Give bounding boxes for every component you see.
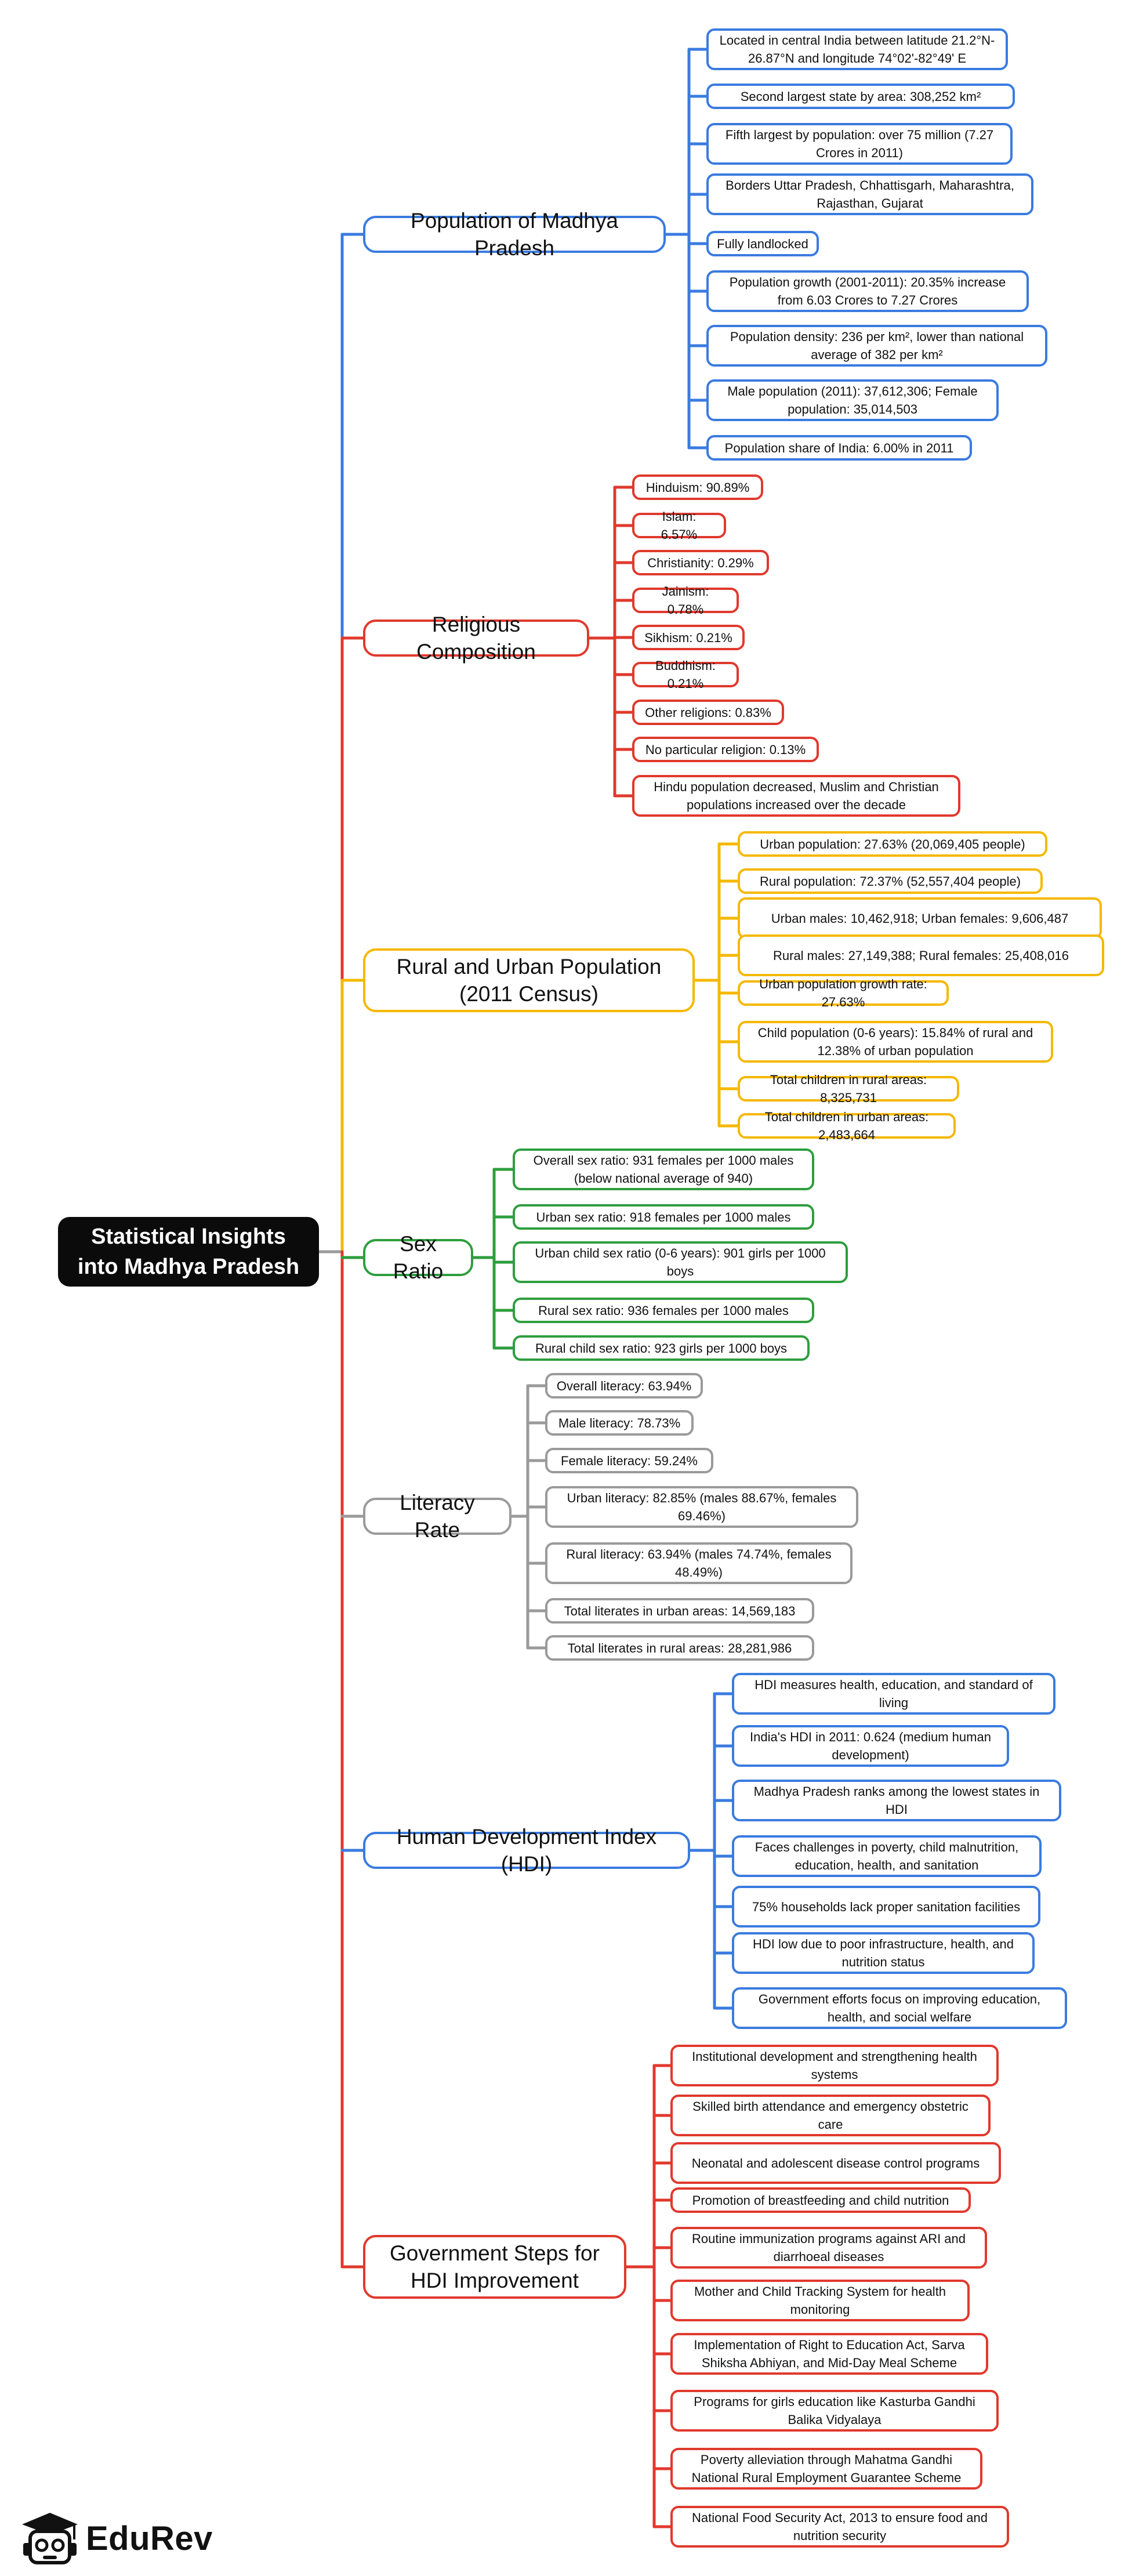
- branch-rural-and-urban-population-2011-census: Rural and Urban Population (2011 Census): [363, 948, 695, 1012]
- leaf-population-of-madhya-pradesh-7: Population density: 236 per km², lower t…: [706, 325, 1047, 367]
- leaf-government-steps-for-hdi-improvement-1: Institutional development and strengthen…: [670, 2045, 999, 2086]
- branch-sex-ratio: Sex Ratio: [363, 1232, 473, 1283]
- branch-literacy-rate: Literacy Rate: [363, 1491, 512, 1542]
- leaf-sex-ratio-4: Rural sex ratio: 936 females per 1000 ma…: [513, 1298, 814, 1323]
- graduate-mascot-icon: [22, 2513, 78, 2564]
- leaf-government-steps-for-hdi-improvement-10: National Food Security Act, 2013 to ensu…: [670, 2506, 1009, 2548]
- branch-population-of-madhya-pradesh: Population of Madhya Pradesh: [363, 209, 666, 260]
- leaf-rural-and-urban-population-2011-census-1: Urban population: 27.63% (20,069,405 peo…: [738, 831, 1047, 857]
- leaf-religious-composition-7: Other religions: 0.83%: [632, 700, 784, 725]
- leaf-literacy-rate-4: Urban literacy: 82.85% (males 88.67%, fe…: [545, 1486, 858, 1528]
- leaf-sex-ratio-2: Urban sex ratio: 918 females per 1000 ma…: [513, 1204, 814, 1230]
- leaf-government-steps-for-hdi-improvement-8: Programs for girls education like Kastur…: [670, 2390, 999, 2432]
- leaf-population-of-madhya-pradesh-1: Located in central India between latitud…: [706, 28, 1008, 70]
- leaf-rural-and-urban-population-2011-census-2: Rural population: 72.37% (52,557,404 peo…: [738, 868, 1043, 894]
- leaf-human-development-index-hdi-6: HDI low due to poor infrastructure, heal…: [732, 1932, 1035, 1974]
- leaf-human-development-index-hdi-7: Government efforts focus on improving ed…: [732, 1987, 1067, 2029]
- leaf-rural-and-urban-population-2011-census-4: Rural males: 27,149,388; Rural females: …: [738, 934, 1104, 976]
- leaf-population-of-madhya-pradesh-3: Fifth largest by population: over 75 mil…: [706, 123, 1013, 165]
- leaf-religious-composition-5: Sikhism: 0.21%: [632, 625, 745, 650]
- leaf-rural-and-urban-population-2011-census-8: Total children in urban areas: 2,483,664: [738, 1110, 956, 1142]
- leaf-literacy-rate-2: Male literacy: 78.73%: [545, 1410, 694, 1436]
- leaf-literacy-rate-6: Total literates in urban areas: 14,569,1…: [545, 1598, 814, 1624]
- leaf-religious-composition-6: Buddhism: 0.21%: [632, 658, 739, 691]
- leaf-religious-composition-2: Islam: 6.57%: [632, 509, 726, 542]
- leaf-literacy-rate-3: Female literacy: 59.24%: [545, 1448, 713, 1473]
- leaf-government-steps-for-hdi-improvement-6: Mother and Child Tracking System for hea…: [670, 2280, 970, 2321]
- branch-religious-composition: Religious Composition: [363, 613, 589, 664]
- leaf-rural-and-urban-population-2011-census-7: Total children in rural areas: 8,325,731: [738, 1073, 959, 1105]
- leaf-population-of-madhya-pradesh-2: Second largest state by area: 308,252 km…: [706, 84, 1015, 109]
- leaf-population-of-madhya-pradesh-4: Borders Uttar Pradesh, Chhattisgarh, Mah…: [706, 173, 1033, 215]
- logo-text: EduRev: [86, 2519, 213, 2557]
- leaf-government-steps-for-hdi-improvement-3: Neonatal and adolescent disease control …: [670, 2142, 1001, 2184]
- leaf-religious-composition-3: Christianity: 0.29%: [632, 550, 769, 575]
- leaf-sex-ratio-5: Rural child sex ratio: 923 girls per 100…: [513, 1335, 810, 1361]
- leaf-human-development-index-hdi-5: 75% households lack proper sanitation fa…: [732, 1886, 1040, 1928]
- leaf-population-of-madhya-pradesh-5: Fully landlocked: [706, 231, 819, 256]
- edurev-logo: EduRev: [20, 2510, 213, 2566]
- leaf-government-steps-for-hdi-improvement-5: Routine immunization programs against AR…: [670, 2227, 987, 2269]
- leaf-religious-composition-8: No particular religion: 0.13%: [632, 737, 819, 762]
- leaf-sex-ratio-3: Urban child sex ratio (0-6 years): 901 g…: [513, 1241, 848, 1283]
- leaf-rural-and-urban-population-2011-census-5: Urban population growth rate: 27.63%: [738, 977, 949, 1009]
- leaf-religious-composition-1: Hinduism: 90.89%: [632, 474, 763, 500]
- leaf-population-of-madhya-pradesh-8: Male population (2011): 37,612,306; Fema…: [706, 379, 999, 421]
- leaf-human-development-index-hdi-3: Madhya Pradesh ranks among the lowest st…: [732, 1780, 1061, 1821]
- leaf-literacy-rate-5: Rural literacy: 63.94% (males 74.74%, fe…: [545, 1542, 853, 1584]
- branch-government-steps-for-hdi-improvement: Government Steps for HDI Improvement: [363, 2235, 626, 2299]
- leaf-sex-ratio-1: Overall sex ratio: 931 females per 1000 …: [513, 1148, 814, 1190]
- leaf-human-development-index-hdi-1: HDI measures health, education, and stan…: [732, 1673, 1055, 1715]
- leaf-population-of-madhya-pradesh-9: Population share of India: 6.00% in 2011: [706, 435, 972, 461]
- root-node: Statistical Insights into Madhya Pradesh: [58, 1217, 319, 1287]
- leaf-government-steps-for-hdi-improvement-9: Poverty alleviation through Mahatma Gand…: [670, 2448, 982, 2490]
- leaf-human-development-index-hdi-4: Faces challenges in poverty, child malnu…: [732, 1835, 1042, 1877]
- leaf-government-steps-for-hdi-improvement-2: Skilled birth attendance and emergency o…: [670, 2095, 991, 2136]
- leaf-government-steps-for-hdi-improvement-4: Promotion of breastfeeding and child nut…: [670, 2187, 971, 2213]
- leaf-literacy-rate-7: Total literates in rural areas: 28,281,9…: [545, 1635, 814, 1661]
- leaf-religious-composition-9: Hindu population decreased, Muslim and C…: [632, 775, 960, 817]
- leaf-religious-composition-4: Jainism: 0.78%: [632, 584, 739, 617]
- leaf-literacy-rate-1: Overall literacy: 63.94%: [545, 1373, 703, 1398]
- leaf-rural-and-urban-population-2011-census-3: Urban males: 10,462,918; Urban females: …: [738, 897, 1102, 939]
- leaf-government-steps-for-hdi-improvement-7: Implementation of Right to Education Act…: [670, 2333, 988, 2375]
- leaf-rural-and-urban-population-2011-census-6: Child population (0-6 years): 15.84% of …: [738, 1021, 1053, 1063]
- leaf-human-development-index-hdi-2: India's HDI in 2011: 0.624 (medium human…: [732, 1725, 1009, 1767]
- branch-human-development-index-hdi: Human Development Index (HDI): [363, 1825, 690, 1876]
- leaf-population-of-madhya-pradesh-6: Population growth (2001-2011): 20.35% in…: [706, 270, 1029, 312]
